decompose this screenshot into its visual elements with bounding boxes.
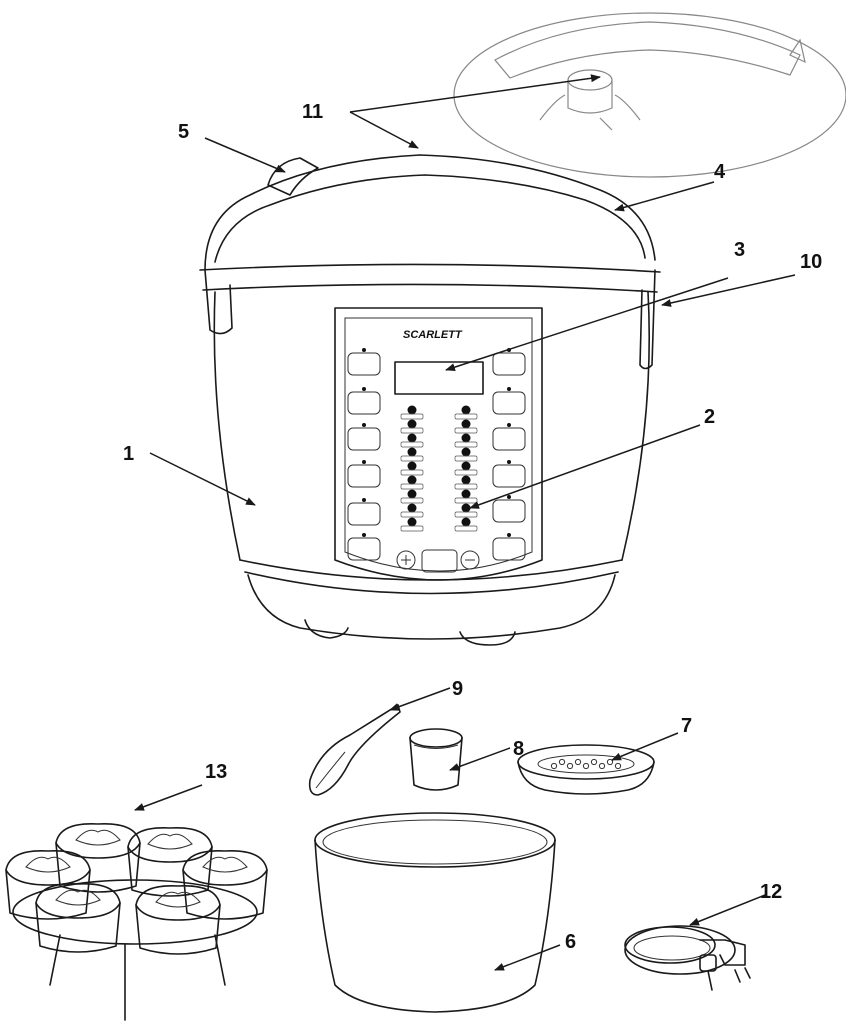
tray-holes	[550, 758, 622, 770]
indicator-label	[400, 483, 424, 490]
indicator-dot	[407, 433, 417, 443]
indicator-label	[400, 427, 424, 434]
display-screen	[394, 361, 484, 395]
indicator-label	[454, 441, 478, 448]
steam-tray	[517, 744, 655, 795]
indicator-label	[400, 511, 424, 518]
tray-hole	[574, 758, 582, 766]
indicator-label	[400, 455, 424, 462]
indicator-label	[454, 413, 478, 420]
yogurt-cup	[182, 850, 268, 920]
tray-hole	[606, 758, 614, 766]
indicator-dot	[407, 405, 417, 415]
indicator-dot	[407, 447, 417, 457]
inner-bowl	[314, 812, 556, 1013]
indicator-dot	[407, 489, 417, 499]
valve-detail-inset	[453, 12, 846, 178]
indicator-dot	[407, 461, 417, 471]
indicator-dot	[407, 419, 417, 429]
callout-5: 5	[178, 121, 189, 143]
measuring-cup	[409, 728, 463, 791]
callout-11: 11	[302, 101, 323, 123]
control-panel: SCARLETT	[334, 307, 543, 581]
indicator-label	[454, 469, 478, 476]
callout-1: 1	[123, 443, 134, 465]
tray-hole	[558, 758, 566, 766]
indicator-dot	[461, 461, 471, 471]
program-indicators	[400, 405, 478, 532]
indicator-label	[454, 427, 478, 434]
indicator-dot	[461, 503, 471, 513]
indicator-dot	[461, 475, 471, 485]
callout-13: 13	[205, 761, 227, 783]
minus-button	[460, 550, 480, 570]
indicator-dot	[461, 419, 471, 429]
power-cord	[624, 925, 751, 991]
indicator-dot	[461, 433, 471, 443]
callout-9: 9	[452, 678, 463, 700]
plus-button	[396, 550, 416, 570]
indicator-label	[400, 497, 424, 504]
yogurt-cup	[135, 885, 221, 955]
multicooker-body	[199, 154, 661, 646]
indicator-dot	[407, 517, 417, 527]
callout-6: 6	[565, 931, 576, 953]
tray-hole	[598, 762, 606, 770]
indicator-label	[454, 525, 478, 532]
right-buttons	[492, 348, 526, 561]
callout-10: 10	[800, 251, 822, 273]
callout-12: 12	[760, 881, 782, 903]
tray-hole	[582, 762, 590, 770]
program-select-button	[421, 549, 458, 573]
serving-spoon	[308, 704, 401, 796]
yogurt-cup	[35, 883, 121, 953]
left-buttons	[347, 348, 381, 561]
indicator-label	[400, 441, 424, 448]
indicator-label	[400, 525, 424, 532]
yogurt-cup	[127, 827, 213, 897]
yogurt-cups-stand	[5, 823, 268, 1021]
callout-7: 7	[681, 715, 692, 737]
callout-8: 8	[513, 738, 524, 760]
brand-logo: SCARLETT	[403, 329, 463, 341]
yogurt-cup	[5, 850, 91, 920]
indicator-label	[400, 469, 424, 476]
callout-3: 3	[734, 239, 745, 261]
tray-hole	[590, 758, 598, 766]
callout-labels: 1 2 3 4 5 6 7 8 9 10 11 12 13	[123, 101, 822, 953]
indicator-dot	[407, 475, 417, 485]
indicator-label	[454, 511, 478, 518]
indicator-label	[400, 413, 424, 420]
callout-2: 2	[704, 406, 715, 428]
tray-hole	[550, 762, 558, 770]
tray-hole	[614, 762, 622, 770]
tray-hole	[566, 762, 574, 770]
indicator-label	[454, 455, 478, 462]
indicator-dot	[407, 503, 417, 513]
indicator-dot	[461, 405, 471, 415]
indicator-dot	[461, 517, 471, 527]
indicator-dot	[461, 489, 471, 499]
callout-arrows	[134, 74, 796, 971]
callout-4: 4	[714, 161, 726, 183]
indicator-dot	[461, 447, 471, 457]
indicator-label	[454, 497, 478, 504]
indicator-label	[454, 483, 478, 490]
